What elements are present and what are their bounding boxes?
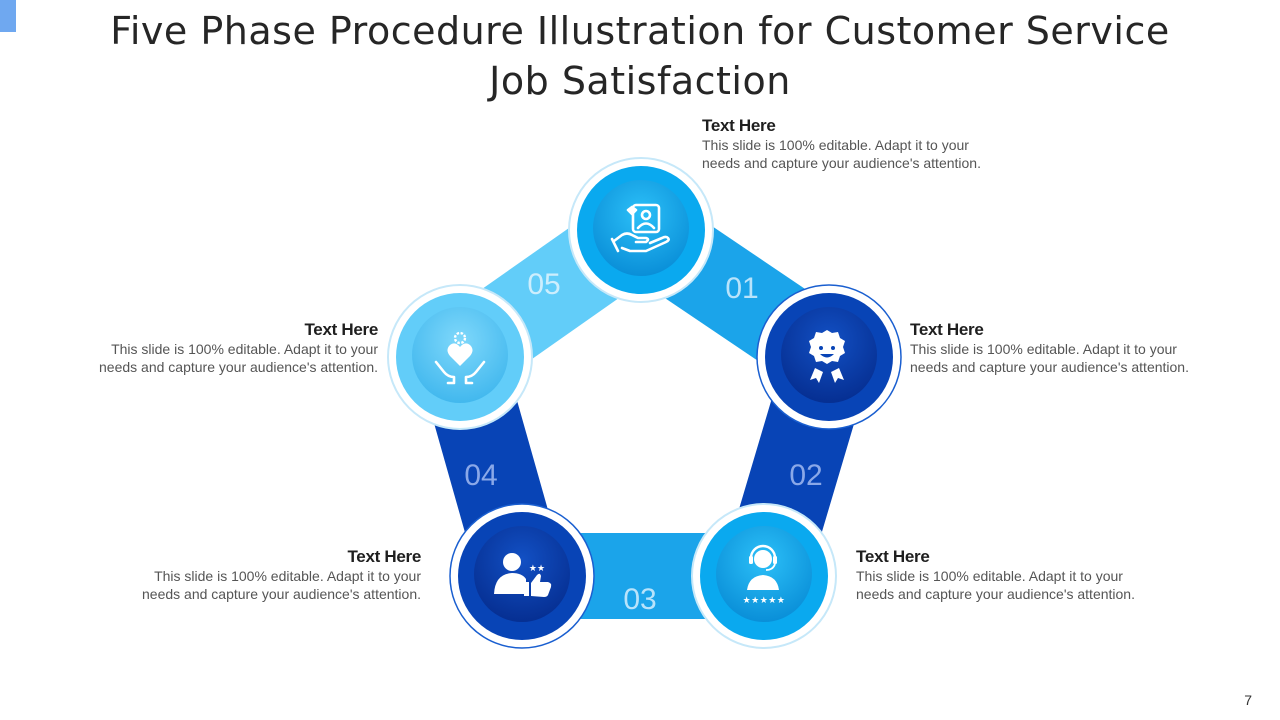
phase-heading-04: Text Here [347, 547, 421, 566]
phase-text-02: Text Here This slide is 100% editable. A… [910, 320, 1210, 376]
hands-holding-heart-gear-icon [434, 331, 486, 385]
phase-node-01 [568, 157, 714, 303]
phase-heading-05: Text Here [304, 320, 378, 339]
segment-number-05: 05 [527, 268, 560, 301]
slide-title: Five Phase Procedure Illustration for Cu… [110, 9, 1170, 103]
phase-text-05: Text Here This slide is 100% editable. A… [78, 320, 378, 376]
page-number: 7 [1244, 692, 1252, 708]
phase-description-01: This slide is 100% editable. Adapt it to… [702, 137, 981, 171]
svg-text:★★: ★★ [529, 564, 545, 574]
phase-node-02 [756, 284, 902, 430]
phase-heading-02: Text Here [910, 320, 984, 339]
phase-node-04: ★★ [449, 503, 595, 649]
corner-accent [0, 0, 16, 32]
smiling-award-badge-icon [809, 330, 845, 383]
phase-description-03: This slide is 100% editable. Adapt it to… [856, 568, 1135, 602]
phase-description-04: This slide is 100% editable. Adapt it to… [142, 568, 421, 602]
phase-text-03: Text Here This slide is 100% editable. A… [856, 547, 1156, 603]
phase-text-01: Text Here This slide is 100% editable. A… [702, 116, 1002, 172]
svg-text:★★★★★: ★★★★★ [743, 596, 786, 606]
segment-number-03: 03 [623, 583, 656, 616]
phase-node-03: ★★★★★ [691, 503, 837, 649]
phase-description-02: This slide is 100% editable. Adapt it to… [910, 341, 1189, 375]
segment-number-02: 02 [789, 459, 822, 492]
headset-agent-five-stars-icon: ★★★★★ [743, 544, 786, 606]
user-thumbs-up-rating-icon: ★★ [494, 553, 552, 597]
segment-number-01: 01 [725, 272, 758, 305]
hand-holding-id-card-icon [610, 203, 670, 253]
segment-number-04: 04 [464, 459, 497, 492]
phase-heading-03: Text Here [856, 547, 930, 566]
phase-heading-01: Text Here [702, 116, 776, 135]
phase-text-04: Text Here This slide is 100% editable. A… [121, 547, 421, 603]
phase-node-05 [387, 284, 533, 430]
phase-description-05: This slide is 100% editable. Adapt it to… [99, 341, 378, 375]
